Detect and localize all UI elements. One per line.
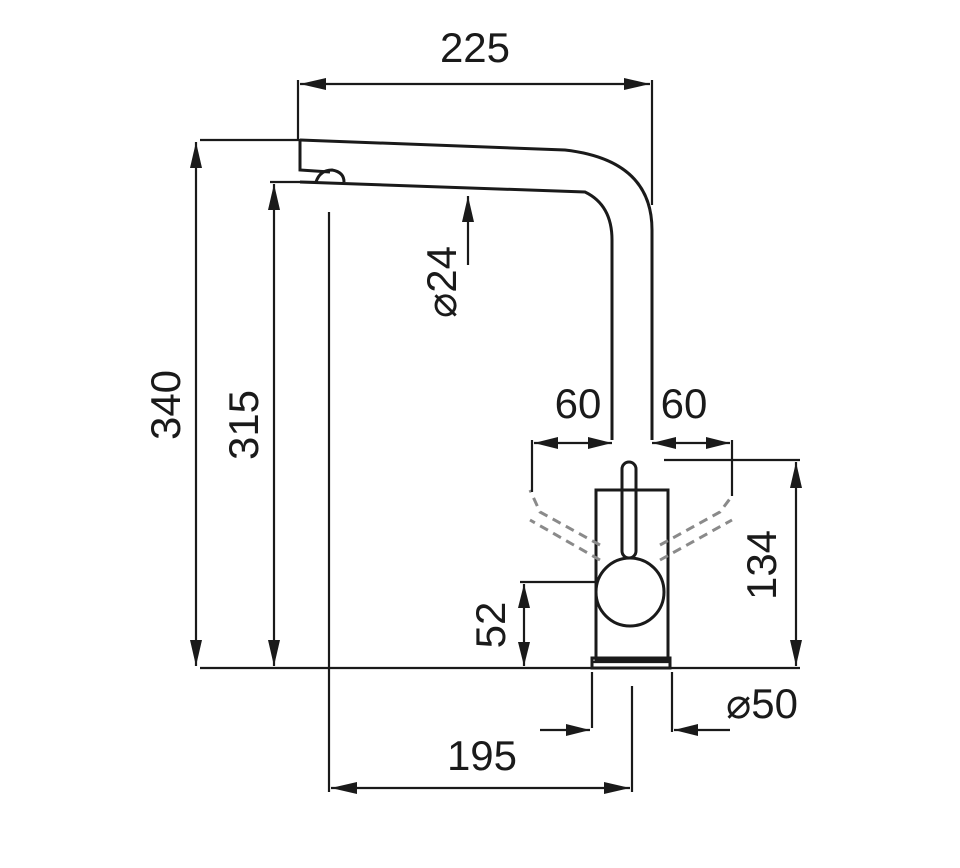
arrow — [624, 78, 650, 90]
arrow — [566, 724, 590, 736]
arrow — [268, 640, 280, 666]
dim-spout-reach: 225 — [296, 24, 654, 205]
arrow — [652, 437, 676, 449]
aerator — [314, 168, 346, 183]
dim-spout-height: 315 — [220, 180, 316, 666]
dim-handle-height: 52 — [467, 580, 596, 666]
arrow — [604, 782, 630, 794]
body-height-label: 134 — [738, 530, 785, 600]
spout-inner-edge — [299, 180, 614, 440]
arrow — [790, 640, 802, 666]
dim-total-height: 340 — [142, 138, 300, 666]
base-diameter-label: ⌀50 — [726, 680, 798, 727]
mixer-body — [594, 488, 670, 662]
spout-diameter-label: ⌀24 — [418, 246, 465, 318]
dim-hole-offset: 195 — [331, 686, 634, 794]
arrow — [268, 184, 280, 210]
total-height-label: 340 — [142, 370, 189, 440]
dim-lever-swing: 60 60 — [530, 380, 734, 496]
lever-swing-left — [528, 489, 601, 547]
faucet-outline — [298, 138, 672, 670]
dim-base-diameter: ⌀50 — [540, 672, 798, 736]
arrow — [518, 642, 530, 666]
lever-swing-left-inner — [529, 518, 601, 562]
arrow — [790, 462, 802, 488]
spout-outer-edge — [299, 138, 654, 440]
arrow — [331, 782, 357, 794]
dim-body-height: 134 — [664, 458, 802, 666]
arrow — [462, 196, 474, 222]
dim-spout-diameter: ⌀24 — [418, 196, 474, 318]
arrow — [588, 437, 612, 449]
hole-offset-label: 195 — [447, 732, 517, 779]
lever-right-swing-label: 60 — [661, 380, 708, 427]
arrow — [190, 142, 202, 168]
arrow — [518, 584, 530, 608]
arrow — [190, 640, 202, 666]
spout-height-label: 315 — [220, 390, 267, 460]
arrow — [706, 437, 730, 449]
arrow — [674, 724, 698, 736]
lever-swing-right-inner — [659, 518, 733, 562]
lever-knob — [594, 556, 666, 628]
lever-left-swing-label: 60 — [555, 380, 602, 427]
spout-reach-label: 225 — [440, 24, 510, 71]
arrow — [534, 437, 558, 449]
arrow — [300, 78, 326, 90]
lever-stem — [620, 460, 638, 560]
handle-height-label: 52 — [467, 602, 514, 649]
spout-tip — [298, 140, 331, 174]
lever-swing-right — [659, 495, 734, 547]
lever-swing-outlines — [528, 489, 734, 562]
